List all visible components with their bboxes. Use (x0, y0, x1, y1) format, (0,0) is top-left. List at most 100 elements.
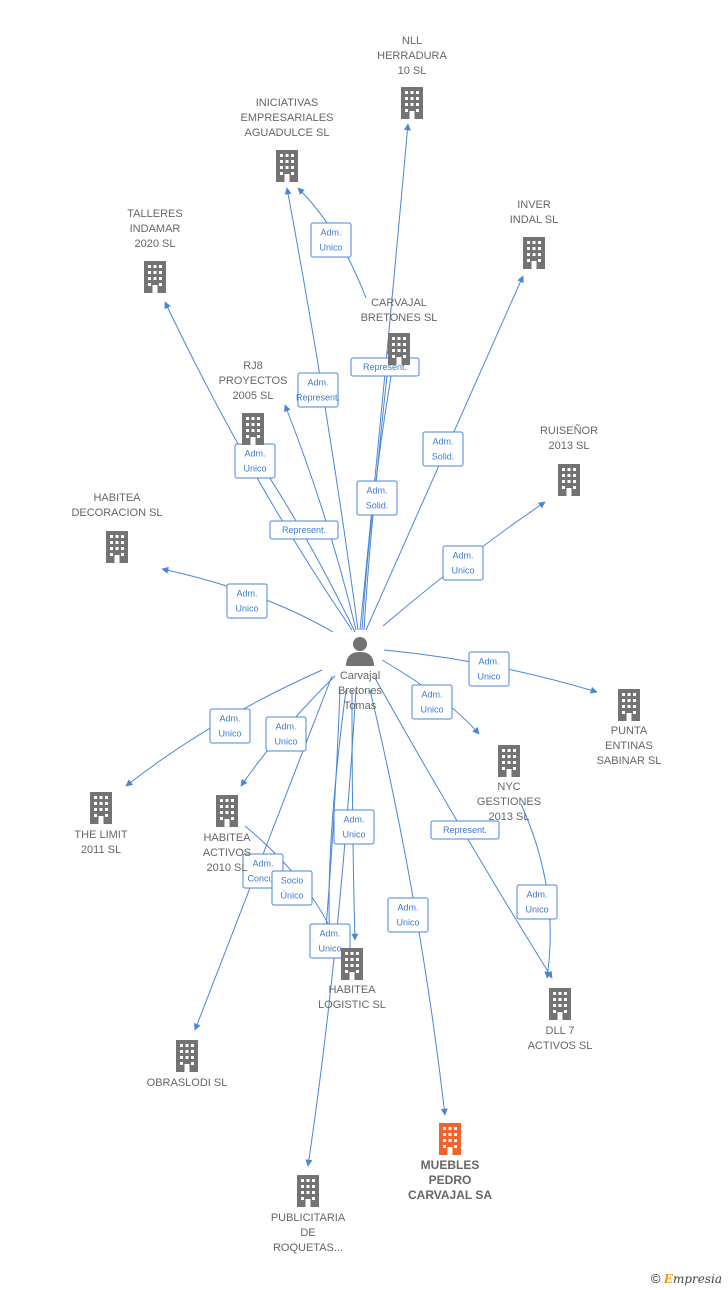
building-icon (439, 1123, 461, 1155)
edge-label-muebles[interactable]: Adm.Unico (387, 897, 429, 933)
edge-label-box (269, 520, 339, 540)
edge-label-text: Represent. (282, 525, 326, 535)
node-label: 2020 SL (135, 238, 176, 250)
edge-to-habitea_log (326, 689, 347, 941)
node-label: ENTINAS (605, 740, 653, 752)
person-icon (346, 637, 374, 666)
edge-label-text: Unico (318, 944, 341, 954)
edge-label-punta[interactable]: Adm.Unico (468, 651, 510, 687)
edge-label-habitea_log[interactable]: Adm.Unico (309, 923, 351, 959)
edge-label-text: Adm. (275, 722, 296, 732)
node-label: 2011 SL (81, 844, 121, 856)
node-label: BRETONES SL (361, 312, 438, 324)
node-label: CARVAJAL SA (408, 1188, 492, 1202)
edge-label-text: Unico (451, 566, 474, 576)
edge-label-habitea_act[interactable]: Adm. Unico (265, 716, 307, 752)
edge-label-carvajal_b[interactable]: Adm.Solid. (356, 480, 398, 516)
node-obraslodi[interactable]: OBRASLODI SL (147, 1040, 228, 1089)
edge-label-ruisenor[interactable]: Adm. Unico (442, 545, 484, 581)
edge-label-box (411, 684, 453, 720)
node-label: NYC (497, 781, 520, 793)
edge-label-box (209, 708, 251, 744)
edge-label-text: Concur. (247, 874, 278, 884)
edge-label-text: Unico (274, 737, 297, 747)
brand-footer: © Empresia (651, 1271, 722, 1286)
edge-label-box (430, 820, 500, 840)
building-icon (242, 413, 264, 445)
edge-label-thelimit[interactable]: Adm.Unico (209, 708, 251, 744)
edge-label-text: Adm. (244, 449, 265, 459)
edge-label-text: Adm. (343, 815, 364, 825)
node-label: TALLERES (127, 208, 182, 220)
node-label: CARVAJAL (371, 297, 427, 309)
node-publicitaria[interactable]: PUBLICITARIADEROQUETAS... (271, 1175, 346, 1254)
edge-label-dll7[interactable]: Represent. (430, 820, 500, 840)
node-label: DE (300, 1227, 315, 1239)
edge-label-text: Unico (243, 464, 266, 474)
edge-label-box (297, 372, 339, 408)
node-label: ACTIVOS (203, 847, 251, 859)
node-label: INICIATIVAS (256, 97, 319, 109)
edge-label-text: Adm. (320, 228, 341, 238)
node-label: RUISEÑOR (540, 424, 598, 437)
edge-label-text: Unico (525, 905, 548, 915)
edge-label-nyc[interactable]: Adm.Unico (411, 684, 453, 720)
node-label: 2005 SL (233, 390, 274, 402)
edge-label-habitea_log[interactable]: Adm.Unico (333, 809, 375, 845)
node-label: AGUADULCE SL (245, 127, 330, 139)
copyright-symbol: © (650, 1271, 661, 1286)
edge-label-talleres[interactable]: Adm. Unico (234, 443, 276, 479)
edge-label-text: Represent. (363, 362, 407, 372)
edge-label-habitea_dec[interactable]: Adm.Unico (226, 583, 268, 619)
node-talleres[interactable]: TALLERES INDAMAR 2020 SL (127, 208, 183, 293)
node-label: SABINAR SL (597, 755, 662, 767)
node-label: Bretones (338, 685, 383, 697)
edge-label-text: Solid. (432, 452, 455, 462)
edge-label-inver[interactable]: Adm.Solid. (422, 431, 464, 467)
brand-initial: E (663, 1272, 673, 1286)
edge-label-text: Adm. (526, 890, 547, 900)
building-icon (144, 261, 166, 293)
edge-label-text: Adm. (452, 551, 473, 561)
edge-label-rj8[interactable]: Adm.Represent. (296, 372, 340, 408)
building-icon (401, 87, 423, 119)
edge-label-iniciativas[interactable]: Adm. Unico (310, 222, 352, 258)
node-label: INDAMAR (130, 223, 181, 235)
brand-logo[interactable]: Empresia (664, 1272, 722, 1286)
edge-label-text: Unico (319, 243, 342, 253)
edge-label-text: Adm. (236, 589, 257, 599)
edge-label-rj8[interactable]: Represent. (269, 520, 339, 540)
node-label: PEDRO (429, 1173, 472, 1187)
edge-label-text: Adm. (366, 486, 387, 496)
edge-label-box (516, 884, 558, 920)
edge-label-text: Unico (396, 918, 419, 928)
node-label: OBRASLODI SL (147, 1077, 228, 1089)
node-label: 10 SL (398, 65, 427, 77)
edge-label-dll7[interactable]: Adm. Unico (516, 884, 558, 920)
building-icon (523, 237, 545, 269)
node-label: NLL (402, 35, 422, 47)
edge-label-text: Unico (477, 672, 500, 682)
building-icon (388, 333, 410, 365)
building-icon (297, 1175, 319, 1207)
node-label: INDAL SL (510, 214, 559, 226)
node-inver[interactable]: INVER INDAL SL (510, 199, 559, 269)
node-label: INVER (517, 199, 551, 211)
node-carvajal_b[interactable]: CARVAJAL BRETONES SL (361, 297, 438, 365)
edge-label-box (422, 431, 464, 467)
edge-label-box (265, 716, 307, 752)
